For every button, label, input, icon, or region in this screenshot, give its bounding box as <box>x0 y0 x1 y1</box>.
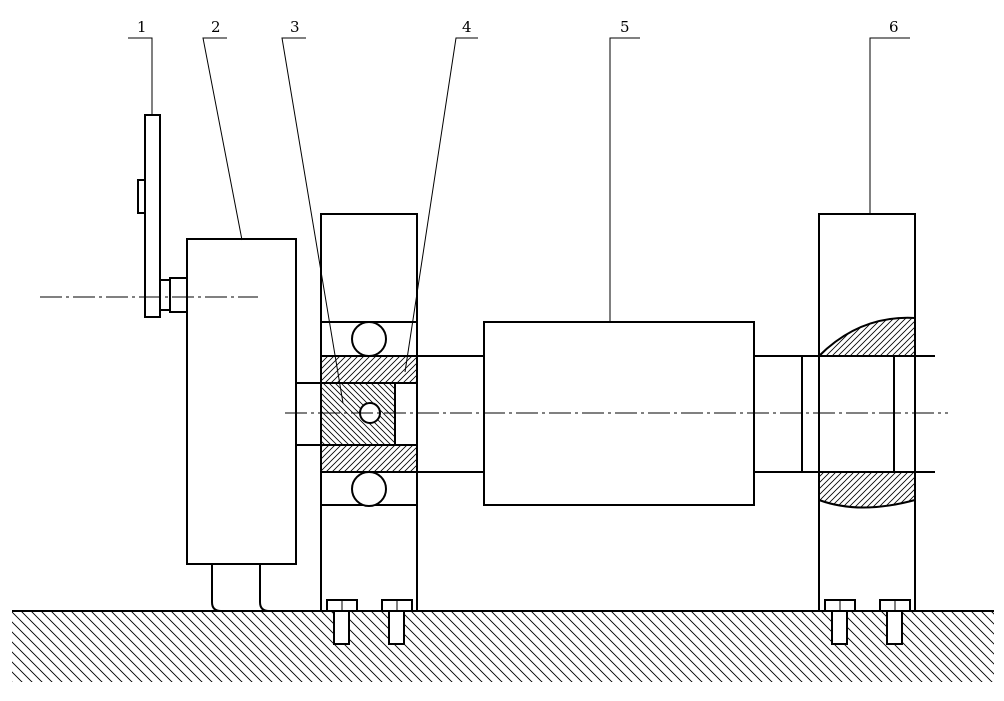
callout-4: 4 <box>462 18 472 36</box>
ground-base <box>12 610 994 682</box>
callout-1: 1 <box>137 18 147 36</box>
leader-line-4 <box>404 37 478 373</box>
anchor-bolt <box>824 599 856 645</box>
callout-5: 5 <box>620 18 630 36</box>
component-2-housing <box>186 238 322 612</box>
callout-6: 6 <box>889 18 899 36</box>
center-lines <box>40 296 948 414</box>
anchor-bolt <box>879 599 911 645</box>
main-shaft <box>417 355 935 473</box>
leader-line-1 <box>128 37 153 115</box>
anchor-bolt <box>381 599 413 645</box>
leader-line-6 <box>869 37 910 214</box>
anchor-bolts <box>326 599 911 645</box>
callout-labels: 1 2 3 4 5 6 <box>137 18 899 36</box>
leader-line-5 <box>609 37 640 322</box>
anchor-bolt <box>326 599 358 645</box>
component-1-handwheel <box>137 114 188 318</box>
leader-line-3 <box>281 37 344 404</box>
leader-lines <box>128 37 910 404</box>
callout-3: 3 <box>290 18 300 36</box>
callout-2: 2 <box>211 18 221 36</box>
leader-line-2 <box>202 37 243 241</box>
